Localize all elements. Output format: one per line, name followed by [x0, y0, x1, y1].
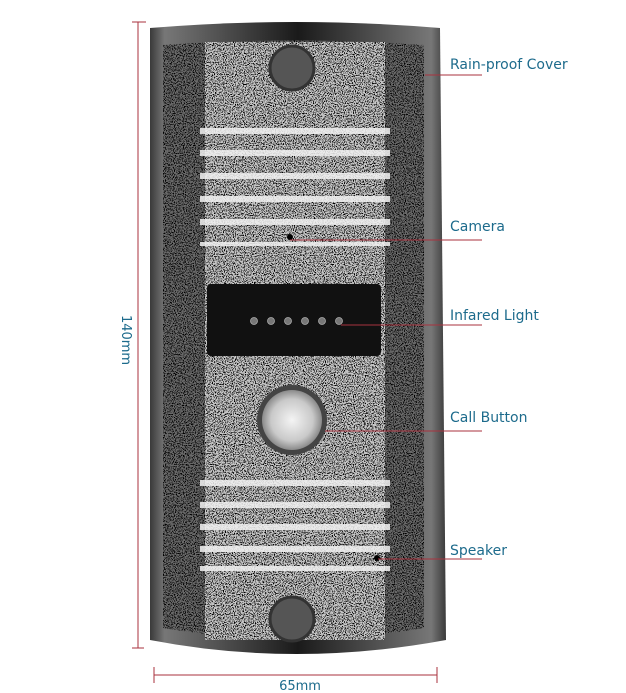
infrared-window [207, 284, 381, 356]
label-call-button: Call Button [450, 410, 527, 426]
label-camera: Camera [450, 219, 505, 235]
height-dimension: 140mm [118, 21, 146, 649]
lower-grille [200, 480, 390, 571]
camera-lens [287, 234, 293, 240]
doorbell-device [150, 22, 446, 654]
width-label: 65mm [279, 679, 321, 693]
width-dimension: 65mm [153, 667, 438, 693]
bottom-screw-cap [268, 595, 316, 643]
height-label: 140mm [118, 315, 133, 365]
upper-grille [200, 128, 390, 246]
speaker-hole [374, 555, 380, 561]
call-button-face [262, 390, 322, 450]
top-screw-cap [268, 44, 316, 92]
infrared-leds [250, 317, 343, 325]
label-speaker: Speaker [450, 543, 507, 559]
label-rain-cover: Rain-proof Cover [450, 57, 568, 73]
label-infrared: Infared Light [450, 308, 539, 324]
